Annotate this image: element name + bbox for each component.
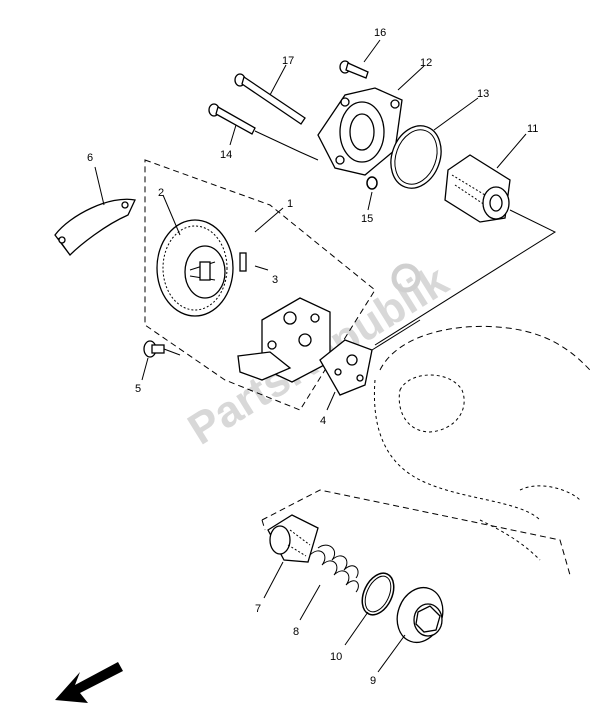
callout-6: 6 [87, 152, 93, 164]
cover-bolt-short [339, 60, 369, 79]
relief-spring [309, 544, 359, 593]
callout-17: 17 [282, 55, 294, 67]
callout-16: 16 [374, 27, 386, 39]
leader-lines [94, 39, 527, 673]
oil-filter-element [374, 154, 557, 346]
plug-o-ring [361, 572, 395, 616]
pump-gasket [319, 319, 421, 396]
o-ring-large [390, 125, 442, 189]
callout-7: 7 [255, 603, 261, 615]
engine-case [373, 325, 591, 561]
callout-12: 12 [420, 57, 432, 69]
callout-5: 5 [135, 383, 141, 395]
callout-2: 2 [158, 187, 164, 199]
oil-filter-cover [317, 87, 403, 176]
drain-plug [396, 586, 444, 644]
strainer-group-outline [261, 489, 571, 576]
callout-4: 4 [320, 415, 326, 427]
callout-9: 9 [370, 675, 376, 687]
callout-13: 13 [477, 88, 489, 100]
cover-bolt-medium [208, 103, 319, 161]
o-ring-small [366, 176, 378, 190]
watermark-gear-icon [391, 263, 421, 293]
front-direction-arrow [55, 662, 123, 703]
dowel-pin [239, 252, 247, 272]
oil-pump-gear [156, 219, 234, 317]
callout-8: 8 [293, 626, 299, 638]
callout-15: 15 [361, 213, 373, 225]
callout-14: 14 [220, 149, 232, 161]
callout-3: 3 [272, 274, 278, 286]
pump-cover-plate [54, 198, 136, 256]
pump-screw [143, 340, 181, 358]
oil-pump-body [237, 297, 331, 383]
cover-bolt-long [234, 73, 306, 125]
callout-10: 10 [330, 651, 342, 663]
callout-11: 11 [527, 123, 538, 135]
callout-1: 1 [287, 198, 293, 210]
oil-strainer [267, 514, 319, 563]
oil-pump-group-outline [144, 159, 376, 411]
